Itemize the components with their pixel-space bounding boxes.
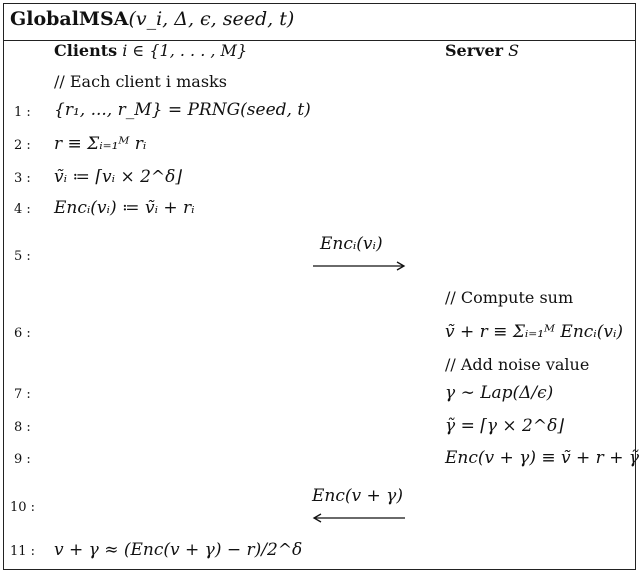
algorithm-name: GlobalMSA <box>10 8 129 30</box>
algorithm-title: GlobalMSA(v_i, Δ, ϵ, seed, t) <box>10 8 294 30</box>
server-label: Server <box>445 41 504 60</box>
client-equation-1: {r₁, ..., r_M} = PRNG(seed, t) <box>54 100 311 120</box>
comment-compute-sum: // Compute sum <box>445 288 574 307</box>
message-label-5: Encᵢ(vᵢ) <box>320 234 383 254</box>
step-label-6: 6 : <box>14 326 31 341</box>
step-label-3: 3 : <box>14 171 31 186</box>
algorithm-header: GlobalMSA(v_i, Δ, ϵ, seed, t) <box>4 4 635 41</box>
client-equation-2: r ≡ Σᵢ₌₁ᴹ rᵢ <box>54 134 147 154</box>
clients-column-header: Clients i ∈ {1, . . . , M} <box>54 41 247 60</box>
left-arrow-icon <box>312 513 405 523</box>
client-equation-11: v + γ ≈ (Enc(v + γ) − r)/2^δ <box>54 540 303 560</box>
step-label-10: 10 : <box>10 500 36 515</box>
message-label-10: Enc(v + γ) <box>312 486 403 506</box>
server-symbol: S <box>508 41 520 60</box>
step-label-2: 2 : <box>14 138 31 153</box>
client-equation-4: Encᵢ(vᵢ) ≔ ṽᵢ + rᵢ <box>54 198 195 218</box>
comment-add-noise: // Add noise value <box>445 355 590 374</box>
clients-index-range: i ∈ {1, . . . , M} <box>122 41 248 60</box>
clients-label: Clients <box>54 41 118 60</box>
step-label-8: 8 : <box>14 420 31 435</box>
step-label-11: 11 : <box>10 544 36 559</box>
right-arrow-icon <box>313 261 406 271</box>
client-equation-3: ṽᵢ ≔ ⌈vᵢ × 2^δ⌋ <box>54 167 183 187</box>
step-label-1: 1 : <box>14 105 31 120</box>
server-equation-8: γ̃ = ⌈γ × 2^δ⌋ <box>445 416 564 436</box>
comment-clients-mask: // Each client i masks <box>54 72 227 91</box>
step-label-9: 9 : <box>14 452 31 467</box>
step-label-5: 5 : <box>14 249 31 264</box>
server-equation-7: γ ∼ Lap(Δ/ϵ) <box>445 383 554 403</box>
algorithm-args: (v_i, Δ, ϵ, seed, t) <box>128 8 295 30</box>
server-column-header: Server S <box>445 41 519 60</box>
step-label-7: 7 : <box>14 387 31 402</box>
step-label-4: 4 : <box>14 202 31 217</box>
algorithm-box: GlobalMSA(v_i, Δ, ϵ, seed, t) Clients i … <box>3 3 640 570</box>
server-equation-9: Enc(v + γ) ≡ ṽ + r + γ̃ <box>445 448 640 468</box>
server-equation-6: ṽ + r ≡ Σᵢ₌₁ᴹ Encᵢ(vᵢ) <box>445 322 624 342</box>
